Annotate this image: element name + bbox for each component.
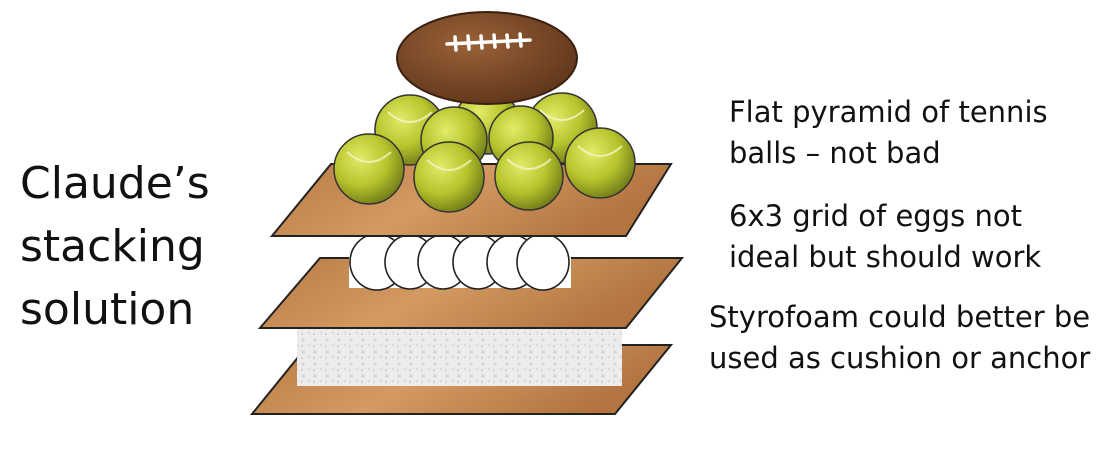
annotation-line: ideal but should work	[729, 240, 1042, 274]
football-icon	[396, 11, 578, 105]
annotation-styrofoam: Styrofoam could better be used as cushio…	[709, 297, 1090, 379]
annotation-line: Styrofoam could better be	[709, 300, 1091, 334]
annotation-eggs: 6x3 grid of eggs not ideal but should wo…	[729, 196, 1041, 278]
annotation-line: Flat pyramid of tennis	[729, 95, 1048, 129]
slide-title: Claude’s stacking solution	[20, 152, 280, 341]
annotation-line: 6x3 grid of eggs not	[729, 199, 1022, 233]
tennis-balls-icon	[333, 89, 636, 213]
annotation-tennis-balls: Flat pyramid of tennis balls – not bad	[729, 92, 1048, 174]
annotation-line: balls – not bad	[729, 136, 941, 170]
eggs-icon	[349, 233, 571, 291]
title-line-3: solution	[20, 284, 195, 335]
title-line-1: Claude’s	[20, 158, 210, 209]
title-line-2: stacking	[20, 221, 205, 272]
annotation-line: used as cushion or anchor	[709, 341, 1091, 375]
